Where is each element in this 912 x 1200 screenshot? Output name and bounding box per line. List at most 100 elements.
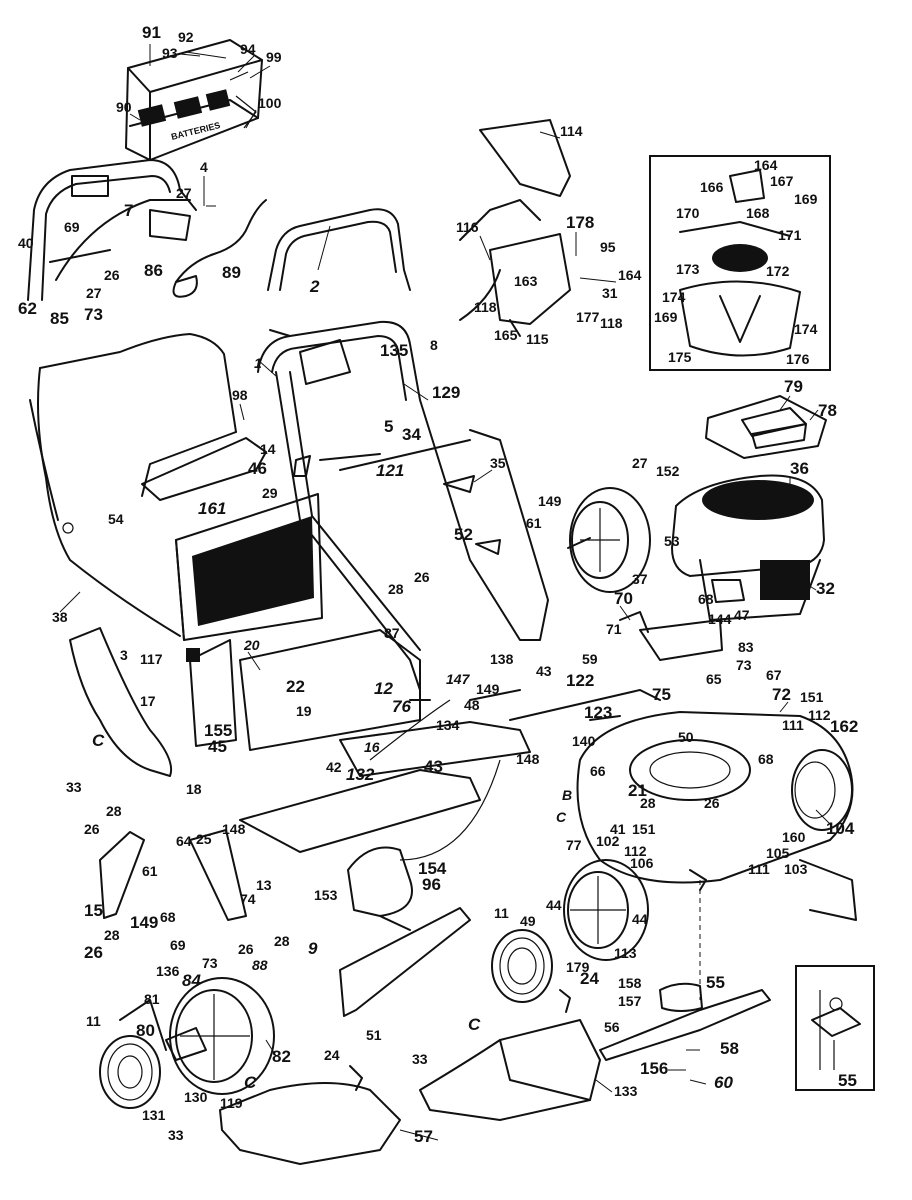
label-C-deck: C (556, 809, 567, 825)
label-178: 178 (566, 213, 594, 232)
label-70: 70 (614, 589, 633, 608)
label-115: 115 (526, 331, 549, 347)
label-44-left: 44 (546, 897, 562, 913)
label-B: B (562, 787, 572, 803)
label-122: 122 (566, 671, 594, 690)
label-26-bottom: 26 (84, 943, 103, 962)
electric-motor (347, 846, 413, 931)
label-163: 163 (514, 273, 538, 289)
label-154: 154 (418, 859, 447, 878)
label-162: 162 (830, 717, 858, 736)
engine-cover (705, 395, 827, 459)
label-169-inset-bottom: 169 (654, 309, 678, 325)
label-45: 45 (208, 737, 227, 756)
label-4: 4 (200, 159, 208, 175)
label-26-deck: 26 (704, 795, 720, 811)
label-61-lower: 61 (142, 863, 158, 879)
label-80: 80 (136, 1021, 155, 1040)
label-41: 41 (610, 821, 626, 837)
label-179: 179 (566, 959, 590, 975)
label-119: 119 (220, 1095, 243, 1111)
label-56: 56 (604, 1019, 620, 1035)
label-98: 98 (232, 387, 248, 403)
mulch-plate (339, 907, 471, 1017)
label-8: 8 (430, 337, 438, 353)
blower-inset (649, 155, 831, 371)
wheel-middle (563, 859, 649, 961)
label-75: 75 (652, 685, 671, 704)
label-32: 32 (816, 579, 835, 598)
label-21: 21 (628, 781, 647, 800)
label-129: 129 (432, 383, 460, 402)
label-157: 157 (618, 993, 642, 1009)
label-43-upper: 43 (536, 663, 552, 679)
label-111-deck: 111 (748, 861, 770, 877)
label-94: 94 (240, 41, 256, 57)
label-17: 17 (140, 693, 156, 709)
label-112-deck: 112 (624, 843, 647, 859)
blade (599, 982, 771, 1061)
chute-door (186, 639, 237, 747)
label-59: 59 (582, 651, 598, 667)
label-61-upper: 61 (526, 515, 542, 531)
label-58: 58 (720, 1039, 739, 1058)
label-175: 175 (668, 349, 692, 365)
label-28-left: 28 (106, 803, 122, 819)
label-5: 5 (384, 417, 393, 436)
label-20: 20 (243, 637, 260, 653)
label-164-lower: 164 (618, 267, 642, 283)
label-103: 103 (784, 861, 808, 877)
label-151-right: 151 (800, 689, 824, 705)
label-12: 12 (374, 679, 393, 698)
label-121: 121 (376, 461, 404, 480)
label-174-left: 174 (662, 289, 686, 305)
label-78: 78 (818, 401, 837, 420)
label-37: 37 (632, 571, 648, 587)
label-33-chute: 33 (412, 1051, 428, 1067)
label-26-left: 26 (84, 821, 100, 837)
label-133: 133 (614, 1083, 638, 1099)
label-166: 166 (700, 179, 724, 195)
label-73-handle: 73 (84, 305, 103, 324)
label-25: 25 (196, 831, 212, 847)
label-69-handle: 69 (64, 219, 80, 235)
label-60: 60 (714, 1073, 733, 1092)
front-wheel-right (791, 749, 853, 831)
label-131: 131 (142, 1107, 166, 1123)
main-handle (257, 208, 549, 701)
label-158: 158 (618, 975, 642, 991)
label-65: 65 (706, 671, 722, 687)
label-148-lower: 148 (222, 821, 246, 837)
label-24-lower: 24 (324, 1047, 340, 1063)
label-27-engine: 27 (632, 455, 648, 471)
label-11-mid: 11 (494, 905, 509, 921)
label-132: 132 (346, 765, 375, 784)
label-22: 22 (286, 677, 305, 696)
label-147: 147 (446, 671, 471, 687)
label-167: 167 (770, 173, 794, 189)
rear-flap (69, 627, 172, 777)
label-33-flap: 33 (66, 779, 82, 795)
label-112-right: 112 (808, 707, 831, 723)
label-89: 89 (222, 263, 241, 282)
mower-deck (576, 711, 857, 1000)
hub-cap-rear (99, 1035, 161, 1109)
label-105: 105 (766, 845, 790, 861)
label-161: 161 (198, 499, 226, 518)
label-123: 123 (584, 703, 612, 722)
label-144: 144 (708, 611, 732, 627)
label-11-rear: 11 (86, 1013, 101, 1029)
label-47: 47 (734, 607, 750, 623)
label-164-inset: 164 (754, 157, 778, 173)
label-3: 3 (120, 647, 128, 663)
label-53: 53 (664, 533, 680, 549)
label-C-deflector: C (244, 1073, 257, 1092)
label-174-right: 174 (794, 321, 818, 337)
label-64: 64 (176, 833, 192, 849)
label-71: 71 (606, 621, 622, 637)
label-177: 177 (576, 309, 600, 325)
label-55-inset: 55 (838, 1071, 857, 1090)
label-113: 113 (614, 945, 637, 961)
label-14: 14 (260, 441, 276, 457)
label-18: 18 (186, 781, 202, 797)
